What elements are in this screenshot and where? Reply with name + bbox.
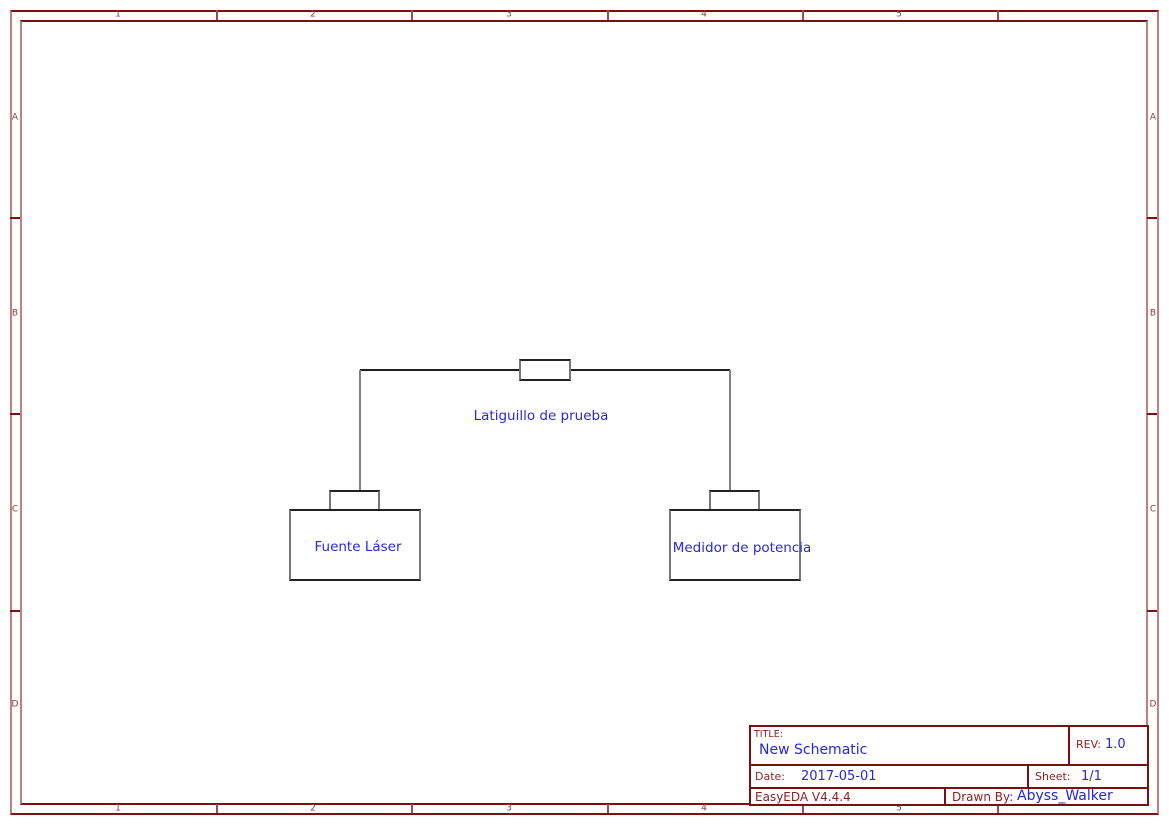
ruler-tick xyxy=(607,10,609,20)
ruler-row-label: C xyxy=(1149,504,1157,515)
software-version: EasyEDA V4.4.4 xyxy=(755,790,851,804)
ruler-column-label: 1 xyxy=(115,803,121,814)
date-value[interactable]: 2017-05-01 xyxy=(801,769,877,784)
ruler-column-label: 3 xyxy=(506,9,512,20)
sheet-inner-border xyxy=(20,20,1148,805)
left-device-connector[interactable] xyxy=(329,490,380,511)
ruler-row-label: C xyxy=(11,504,19,515)
title-block-divider xyxy=(751,787,1147,789)
sheet-outer-border xyxy=(10,10,1159,815)
title-block-divider xyxy=(944,787,946,806)
ruler-tick xyxy=(216,10,218,20)
ruler-tick xyxy=(607,804,609,813)
title-block-divider xyxy=(1027,764,1029,789)
title-block-divider xyxy=(1068,727,1070,766)
ruler-tick xyxy=(1147,610,1157,612)
right-device-body[interactable] xyxy=(669,509,801,581)
title-block-divider xyxy=(751,764,1147,766)
title-label: TITLE: xyxy=(754,729,783,740)
rev-label: REV: xyxy=(1076,738,1101,751)
ruler-column-label: 2 xyxy=(310,803,316,814)
ruler-tick xyxy=(1147,217,1157,219)
sheet-value[interactable]: 1/1 xyxy=(1081,769,1102,784)
ruler-row-label: B xyxy=(11,308,19,319)
ruler-row-label: D xyxy=(1149,699,1157,710)
rev-value[interactable]: 1.0 xyxy=(1105,737,1126,752)
ruler-column-label: 1 xyxy=(115,9,121,20)
ruler-column-label: 5 xyxy=(896,803,902,814)
left-device-label[interactable]: Fuente Láser xyxy=(314,539,402,555)
ruler-column-label: 4 xyxy=(701,803,707,814)
wire-vertical-right[interactable] xyxy=(729,370,731,491)
right-device-label[interactable]: Medidor de potencia xyxy=(672,540,812,556)
patch-cord-symbol[interactable] xyxy=(519,359,571,381)
ruler-tick xyxy=(10,413,20,415)
ruler-tick xyxy=(411,10,413,20)
ruler-column-label: 2 xyxy=(310,9,316,20)
title-block[interactable]: TITLE: New Schematic REV: 1.0 Date: 2017… xyxy=(749,725,1149,806)
ruler-tick xyxy=(10,217,20,219)
left-device-body[interactable] xyxy=(289,509,421,581)
ruler-column-label: 5 xyxy=(896,9,902,20)
drawn-by-value[interactable]: Abyss_Walker xyxy=(1017,788,1113,804)
cable-label[interactable]: Latiguillo de prueba xyxy=(473,408,609,424)
ruler-tick xyxy=(802,804,804,813)
ruler-tick xyxy=(997,10,999,20)
right-device-connector[interactable] xyxy=(709,490,760,511)
ruler-row-label: A xyxy=(11,112,19,123)
ruler-row-label: D xyxy=(11,699,19,710)
ruler-column-label: 3 xyxy=(506,803,512,814)
ruler-row-label: B xyxy=(1149,308,1157,319)
ruler-tick xyxy=(411,804,413,813)
ruler-column-label: 4 xyxy=(701,9,707,20)
sheet-label: Sheet: xyxy=(1035,770,1071,783)
ruler-tick xyxy=(1147,413,1157,415)
ruler-tick xyxy=(997,804,999,813)
ruler-tick xyxy=(10,610,20,612)
wire-vertical-left[interactable] xyxy=(359,370,361,491)
ruler-tick xyxy=(802,10,804,20)
ruler-tick xyxy=(216,804,218,813)
date-label: Date: xyxy=(755,770,785,783)
title-value[interactable]: New Schematic xyxy=(759,742,868,758)
ruler-row-label: A xyxy=(1149,112,1157,123)
drawn-by-label: Drawn By: xyxy=(952,790,1014,804)
